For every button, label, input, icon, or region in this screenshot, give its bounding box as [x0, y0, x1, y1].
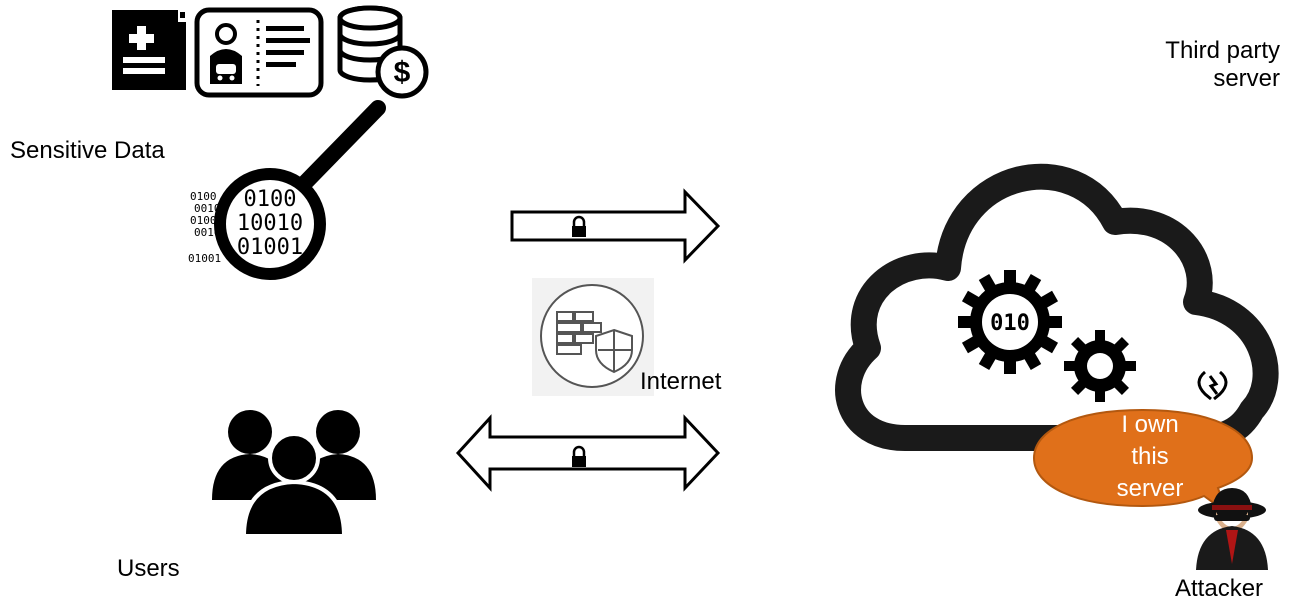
id-card-icon — [197, 10, 321, 95]
gear-icon — [1064, 330, 1136, 402]
internet-label: Internet — [640, 368, 721, 396]
users-group-icon — [212, 410, 376, 536]
firewall-shield-icon — [532, 278, 654, 396]
users-label: Users — [117, 555, 180, 583]
gear-binary-icon: 010 — [958, 270, 1062, 374]
svg-text:0100: 0100 — [244, 187, 297, 212]
svg-text:10010: 10010 — [237, 211, 303, 236]
coins-dollar-icon: $ — [326, 4, 442, 100]
svg-text:010: 010 — [990, 311, 1030, 336]
bidirectional-arrow — [458, 418, 718, 488]
svg-text:$: $ — [394, 56, 411, 89]
third-party-server-label: Third party server — [1150, 37, 1280, 92]
cloud-icon — [848, 177, 1266, 438]
sensitive-data-label: Sensitive Data — [10, 137, 165, 165]
attacker-label: Attacker — [1175, 575, 1263, 603]
hacker-avatar-icon — [1196, 488, 1268, 570]
magnifier-icon: 0100 10010 01001 — [220, 108, 378, 274]
encrypted-upload-arrow — [512, 192, 718, 260]
broken-link-icon — [1199, 372, 1226, 399]
svg-text:01001: 01001 — [237, 235, 303, 260]
speech-bubble-text: I own this server — [1110, 409, 1190, 505]
medical-record-icon — [108, 6, 192, 92]
